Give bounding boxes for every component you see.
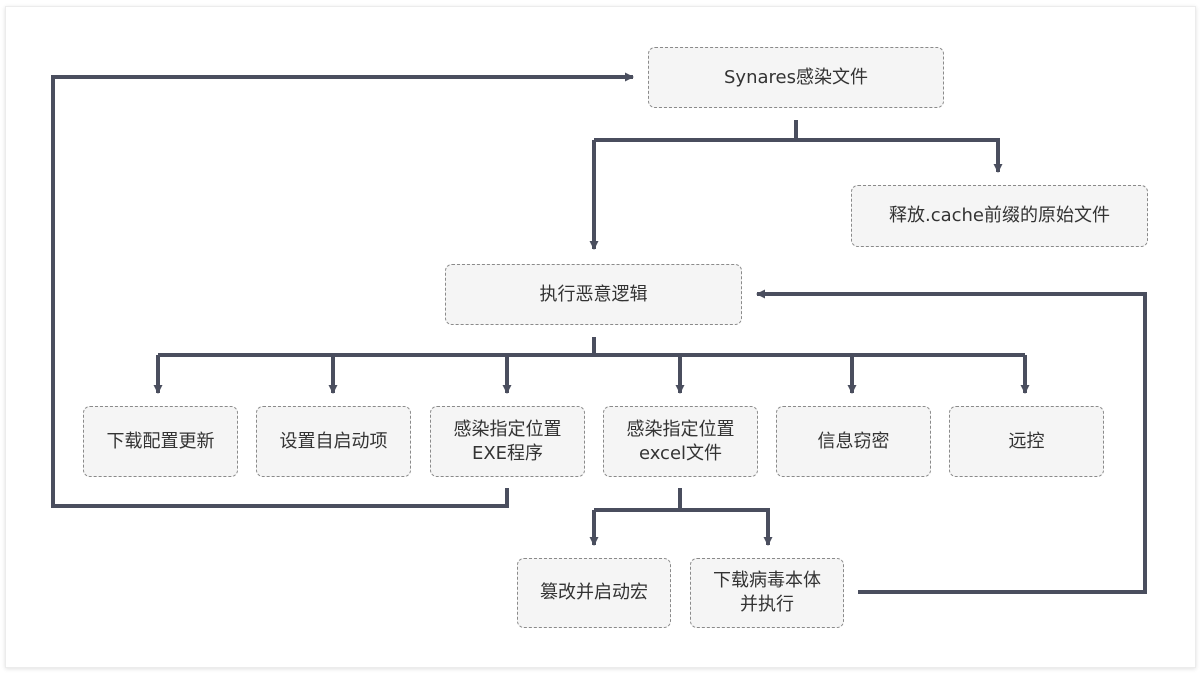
connector-excel-to-download-virus xyxy=(594,508,773,546)
node-tamper-macro: 篡改并启动宏 xyxy=(517,558,671,628)
node-download-virus-execute: 下载病毒本体 并执行 xyxy=(690,558,844,628)
connector-root-to-release xyxy=(594,138,1003,173)
node-synares-infected-file: Synares感染文件 xyxy=(648,47,944,108)
node-infect-excel: 感染指定位置 excel文件 xyxy=(603,406,758,477)
connector-exe-loop-to-root xyxy=(51,72,634,508)
diagram-frame xyxy=(5,6,1196,668)
node-set-autostart: 设置自启动项 xyxy=(256,406,411,477)
node-steal-info: 信息窃密 xyxy=(776,406,931,477)
connector-virus-loop-to-exec xyxy=(756,289,1147,594)
node-remote-control: 远控 xyxy=(949,406,1104,477)
node-infect-exe: 感染指定位置 EXE程序 xyxy=(430,406,585,477)
node-execute-malicious-logic: 执行恶意逻辑 xyxy=(445,264,742,325)
node-download-config-update: 下载配置更新 xyxy=(83,406,238,477)
node-release-cache-file: 释放.cache前缀的原始文件 xyxy=(851,185,1148,247)
